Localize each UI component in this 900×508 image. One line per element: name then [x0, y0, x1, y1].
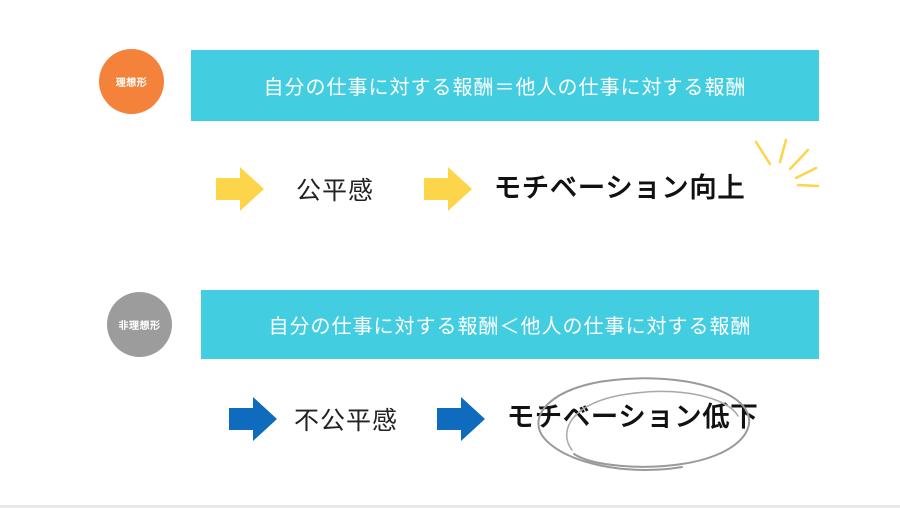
non-ideal-banner: 自分の仕事に対する報酬＜他人の仕事に対する報酬 — [201, 290, 819, 359]
non-ideal-badge: 非理想形 — [107, 292, 172, 357]
right-arrow-icon — [216, 167, 264, 211]
non-ideal-result-label: モチベーション低下 — [507, 402, 759, 433]
hand-drawn-circle-icon — [537, 377, 751, 471]
right-arrow-icon — [437, 397, 485, 441]
non-ideal-step-label: 不公平感 — [294, 406, 399, 435]
ideal-result-label: モチベーション向上 — [494, 173, 746, 204]
ideal-banner: 自分の仕事に対する報酬＝他人の仕事に対する報酬 — [191, 50, 819, 121]
right-arrow-icon — [424, 167, 472, 211]
right-arrow-icon — [229, 397, 277, 441]
sparkle-icon — [754, 138, 820, 188]
ideal-badge: 理想形 — [99, 49, 164, 114]
bottom-divider — [0, 505, 900, 508]
ideal-step-label: 公平感 — [296, 176, 375, 205]
